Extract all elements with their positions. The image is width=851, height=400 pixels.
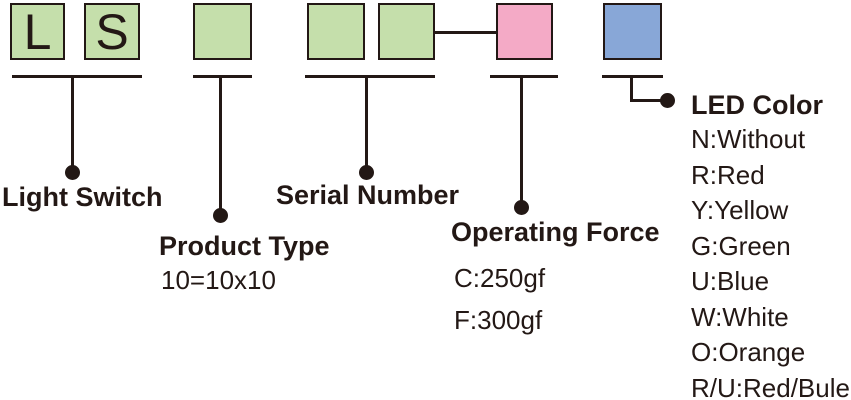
leader-dot-light-switch bbox=[65, 165, 80, 180]
leader-serial-number bbox=[365, 75, 368, 172]
label-operating-force: Operating Force bbox=[451, 217, 660, 247]
value-product-type: 10=10x10 bbox=[161, 265, 276, 295]
leader-light-switch bbox=[71, 75, 74, 172]
led-option: R/U:Red/Bule bbox=[691, 372, 850, 400]
value-operating-force-f: F:300gf bbox=[454, 305, 543, 335]
led-option: O:Orange bbox=[691, 337, 806, 367]
code-box-serial-1 bbox=[307, 3, 365, 60]
bracket-product-type bbox=[193, 75, 252, 78]
leader-led-color-horizontal bbox=[630, 99, 664, 102]
led-option: R:Red bbox=[691, 159, 765, 190]
led-option: G:Green bbox=[691, 230, 791, 261]
bracket-light-switch bbox=[12, 75, 142, 78]
led-option: Y:Yellow bbox=[691, 195, 789, 225]
code-letter: L bbox=[23, 3, 52, 60]
leader-dot-led-color bbox=[660, 93, 675, 108]
code-box-serial-2 bbox=[378, 3, 435, 60]
led-color-options: N:Without R:Red Y:Yellow G:Green U:Blue … bbox=[691, 122, 850, 400]
leader-dot-operating-force bbox=[514, 200, 529, 215]
label-serial-number: Serial Number bbox=[276, 180, 460, 210]
code-box-led-color bbox=[603, 3, 662, 60]
code-box-prefix-S: S bbox=[84, 3, 140, 60]
leader-product-type bbox=[219, 75, 222, 215]
led-option: W:White bbox=[691, 301, 789, 332]
leader-dot-serial-number bbox=[359, 165, 374, 180]
value-operating-force-c: C:250gf bbox=[454, 263, 546, 293]
code-letter: S bbox=[95, 3, 129, 60]
bracket-operating-force bbox=[490, 75, 558, 78]
code-box-operating-force bbox=[496, 3, 553, 60]
leader-operating-force bbox=[520, 75, 523, 208]
code-box-prefix-L: L bbox=[10, 3, 65, 60]
leader-led-color-vertical bbox=[630, 75, 633, 102]
box-connector-line bbox=[435, 31, 496, 34]
led-option: N:Without bbox=[691, 124, 806, 154]
leader-dot-product-type bbox=[213, 208, 228, 223]
code-box-product-type bbox=[193, 3, 252, 60]
label-led-color: LED Color bbox=[691, 90, 823, 120]
led-option: U:Blue bbox=[691, 266, 770, 296]
label-product-type: Product Type bbox=[159, 231, 330, 261]
label-light-switch: Light Switch bbox=[2, 182, 163, 212]
bracket-serial-number bbox=[305, 75, 435, 78]
